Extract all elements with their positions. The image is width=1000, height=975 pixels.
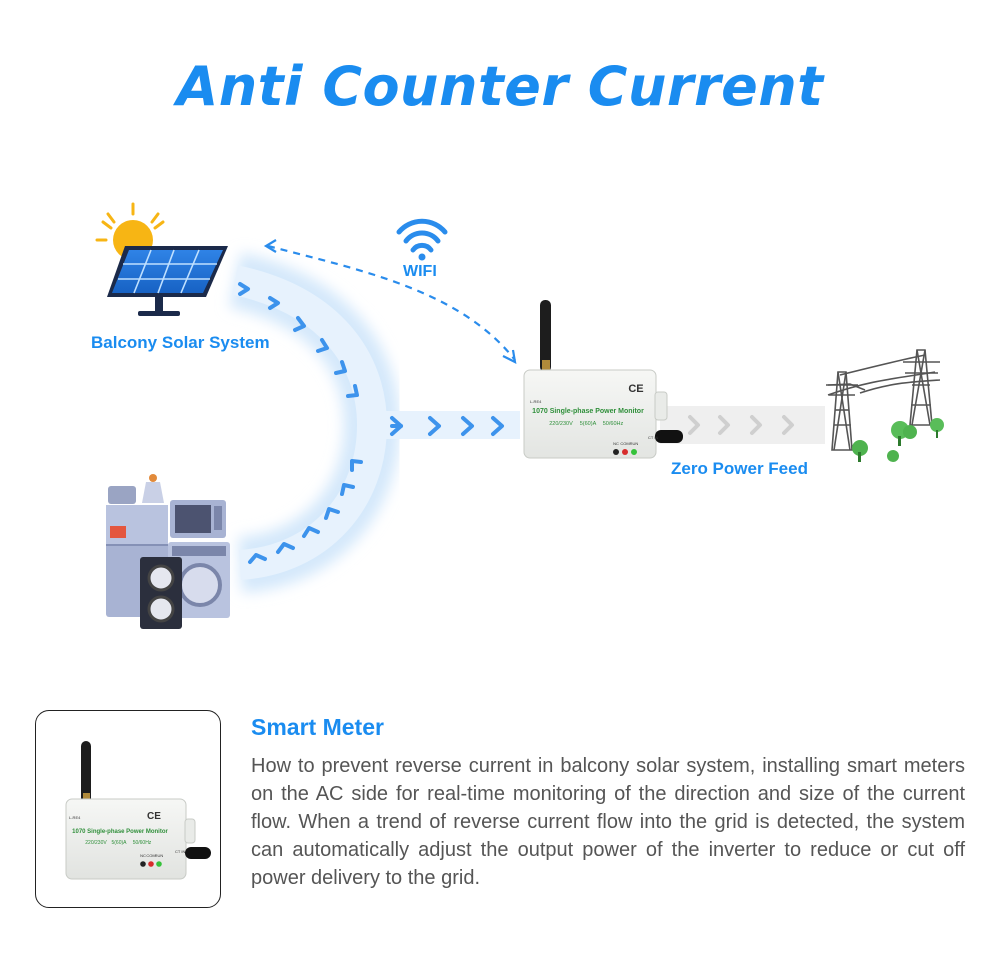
thumb-led-label-nc: NC [140, 853, 146, 858]
grid-feed-band [660, 406, 825, 444]
flow-chevrons-grid [688, 415, 794, 435]
smart-meter-thumbnail: CE L-RE4 1070 Single-phase Power Monitor… [65, 741, 211, 880]
power-grid-towers-icon [826, 349, 941, 451]
device-led-nc [613, 449, 619, 455]
thumb-spec-frequency: 50/60Hz [133, 840, 152, 846]
device-led-label-nc: NC [613, 441, 619, 446]
device-jack-label: CT IN [648, 435, 658, 440]
thumb-model: 1070 Single-phase Power Monitor [72, 829, 168, 835]
flow-chevrons-device [390, 416, 504, 436]
thumb-led-com [148, 861, 154, 867]
device-led-com [622, 449, 628, 455]
smart-meter-device: CE L-RE4 1070 Single-phase Power Monitor… [523, 300, 683, 459]
zero-power-feed-label: Zero Power Feed [671, 459, 808, 478]
smart-meter-image-card: CE L-RE4 1070 Single-phase Power Monitor… [35, 710, 221, 908]
thumb-spec-voltage: 220/230V [85, 840, 107, 846]
solar-system-label: Balcony Solar System [91, 333, 270, 352]
wifi-link-arrow-left [263, 239, 277, 253]
flow-chevrons-solar [238, 282, 359, 398]
thumb-port-label: L-RE4 [69, 815, 81, 820]
smart-meter-description: How to prevent reverse current in balcon… [251, 755, 965, 889]
smart-meter-heading: Smart Meter [251, 714, 384, 740]
device-ce-mark: CE [628, 383, 643, 395]
flow-diagram: CE L-RE4 1070 Single-phase Power Monitor… [95, 202, 944, 629]
thumb-jack-label: CT IN [175, 849, 185, 854]
device-led-label-run: RUN [630, 441, 639, 446]
wifi-icon [396, 218, 448, 261]
device-led-label-com: COM [620, 441, 629, 446]
thumb-led-label-run: RUN [155, 853, 164, 858]
thumb-led-run [156, 861, 162, 867]
trees-icon [852, 418, 944, 462]
page-title: Anti Counter Current [176, 55, 824, 118]
thumb-led-label-com: COM [146, 853, 155, 858]
wifi-link-dashed [267, 244, 516, 361]
flow-chevrons-appliances [248, 459, 363, 564]
solar-panel-icon [107, 246, 228, 316]
thumb-spec-current: 5(60)A [111, 840, 127, 846]
thumb-led-nc [140, 861, 146, 867]
device-spec-voltage: 220/230V [549, 421, 573, 427]
device-led-run [631, 449, 637, 455]
home-appliances-icon [106, 474, 230, 629]
device-spec-current: 5(60)A [580, 421, 597, 427]
device-model: 1070 Single-phase Power Monitor [532, 408, 644, 415]
thumb-ce-mark: CE [147, 811, 161, 822]
device-port-label: L-RE4 [530, 399, 542, 404]
wifi-label: WIFI [403, 263, 437, 280]
device-spec-frequency: 50/60Hz [603, 421, 624, 427]
wifi-link-arrow-right [502, 349, 517, 364]
